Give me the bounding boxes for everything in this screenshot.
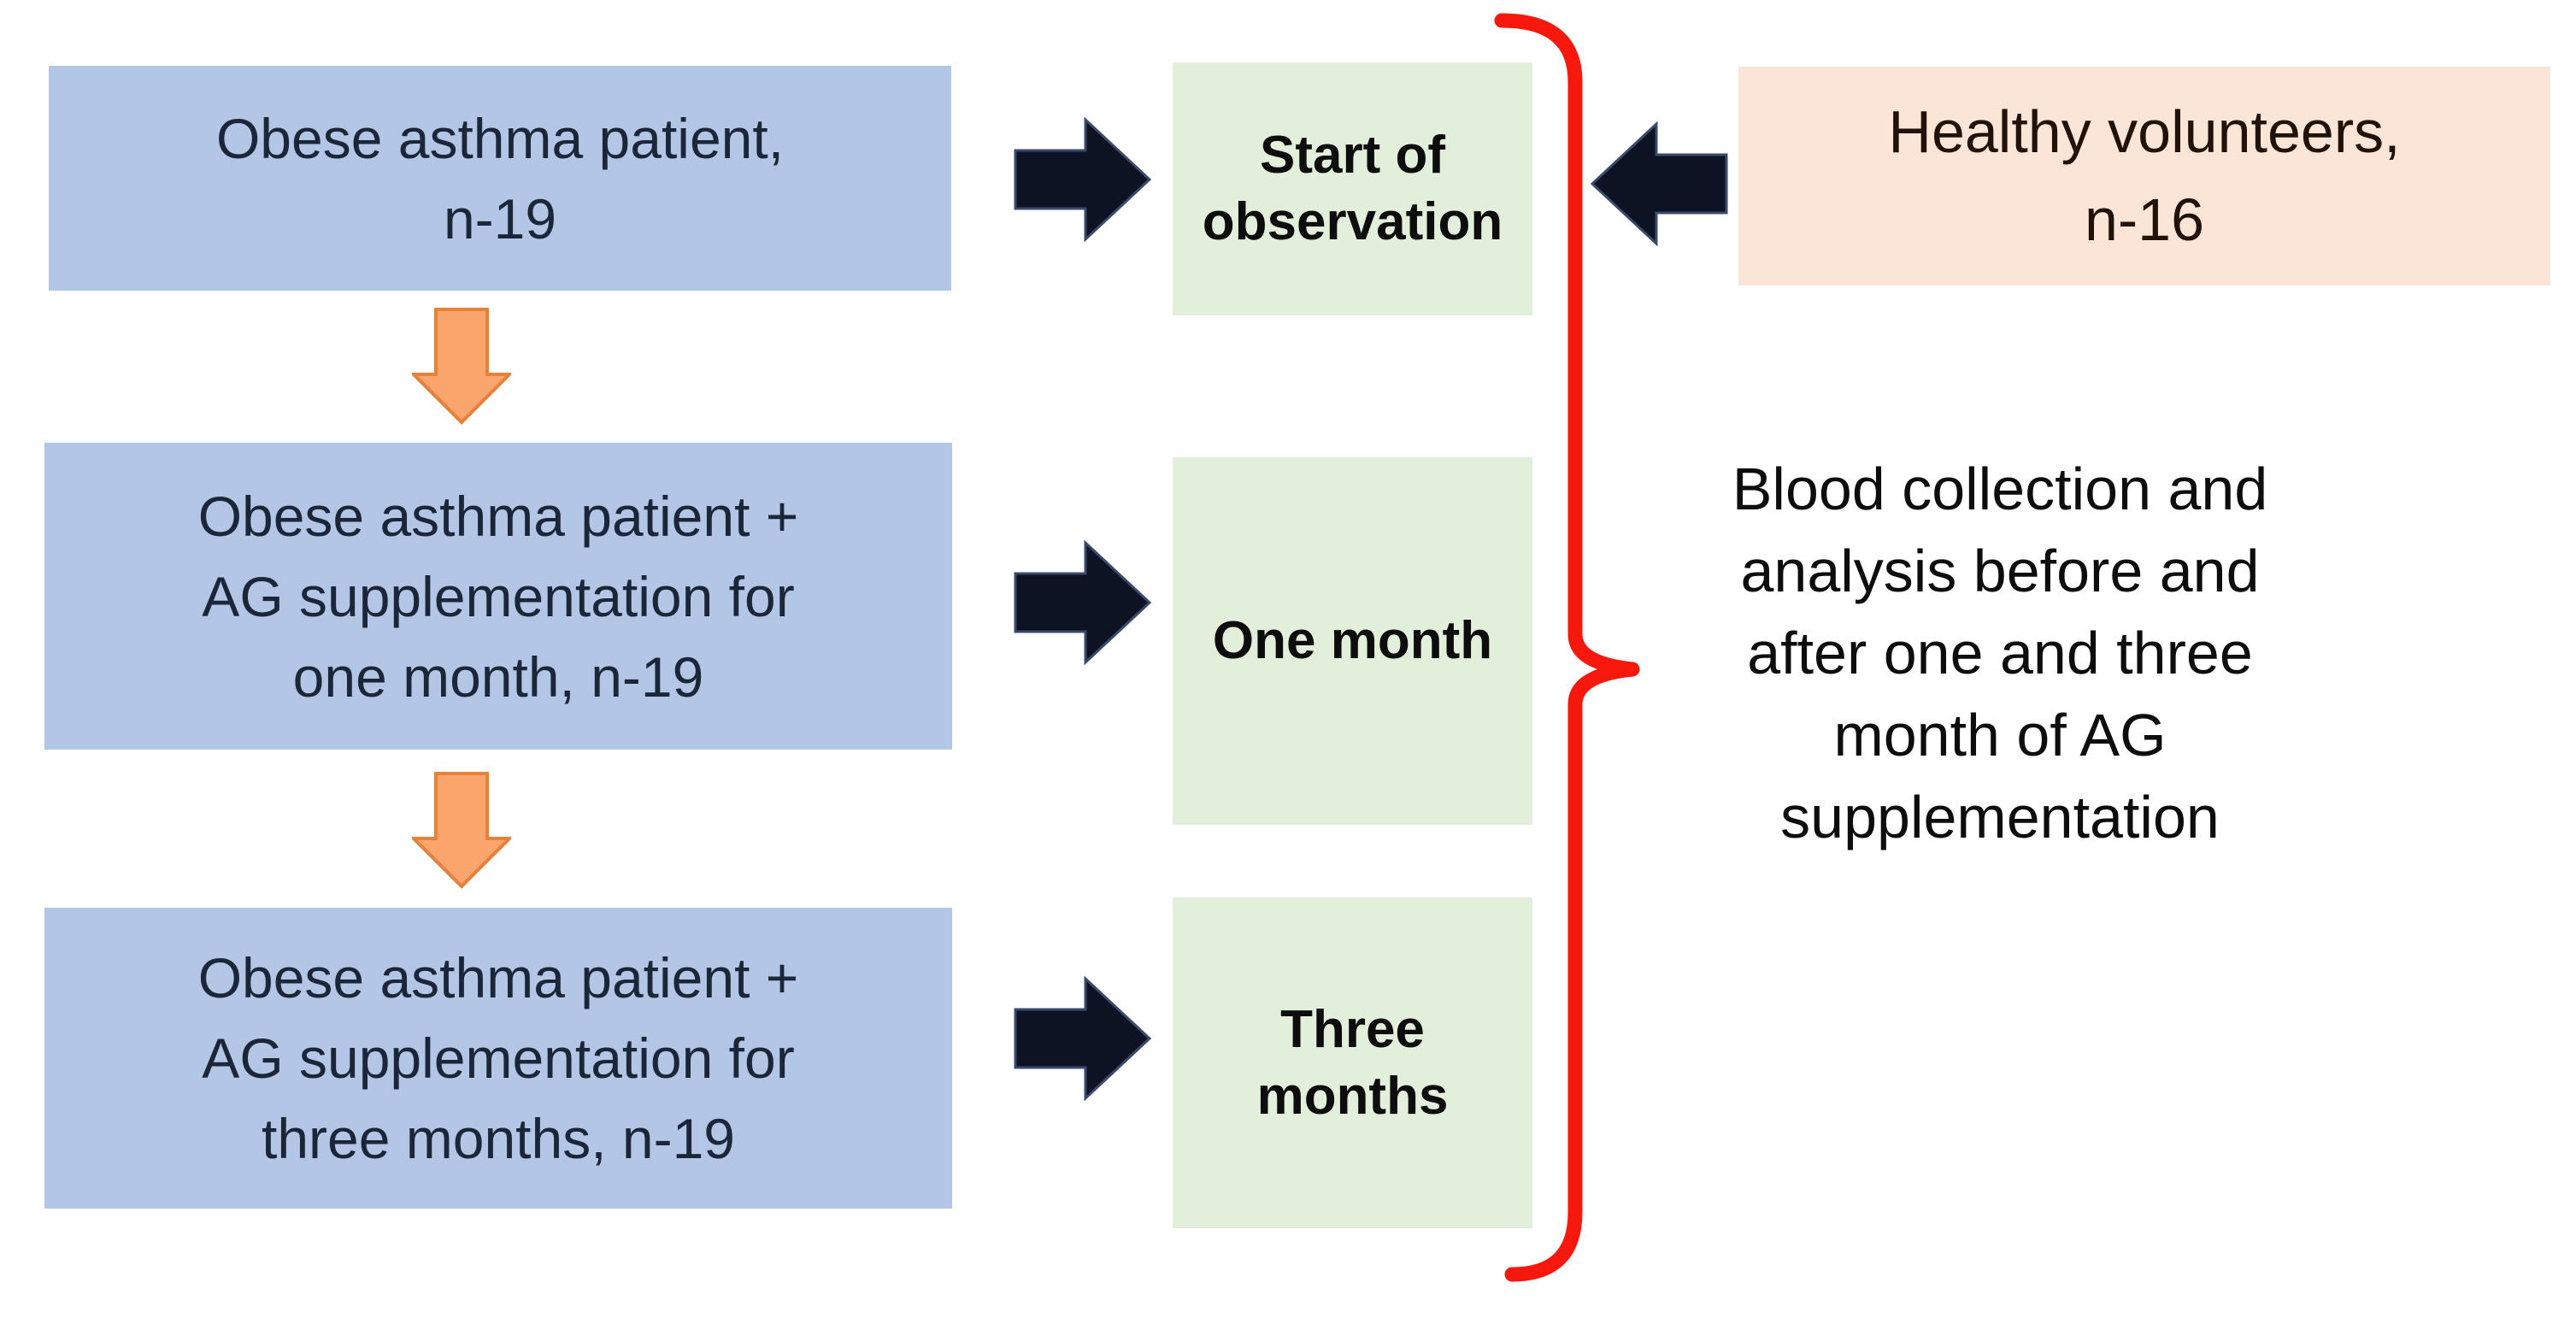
box-three-months: Three months <box>1173 897 1532 1228</box>
left-arrow-icon <box>1590 121 1728 246</box>
box-obese-asthma-baseline: Obese asthma patient, n-19 <box>49 66 951 291</box>
box-obese-asthma-one-month-label: Obese asthma patient + AG supplementatio… <box>197 484 799 709</box>
box-start-of-observation-label: Start of observation <box>1202 126 1503 251</box>
right-arrow-icon <box>1014 117 1152 242</box>
box-start-of-observation: Start of observation <box>1173 62 1532 315</box>
box-obese-asthma-three-months: Obese asthma patient + AG supplementatio… <box>44 908 952 1209</box>
box-healthy-volunteers-label: Healthy volunteers, n-16 <box>1888 98 2401 253</box>
down-arrow-icon <box>412 308 511 425</box>
box-healthy-volunteers: Healthy volunteers, n-16 <box>1738 67 2550 285</box>
box-one-month-label: One month <box>1212 611 1493 670</box>
box-obese-asthma-baseline-label: Obese asthma patient, n-19 <box>215 106 785 250</box>
box-obese-asthma-three-months-label: Obese asthma patient + AG supplementatio… <box>197 946 799 1170</box>
box-obese-asthma-one-month: Obese asthma patient + AG supplementatio… <box>44 443 952 750</box>
box-three-months-label: Three months <box>1256 999 1449 1126</box>
right-arrow-icon <box>1014 540 1152 665</box>
down-arrow-icon <box>412 772 511 889</box>
box-one-month: One month <box>1173 457 1532 825</box>
annotation-blood-collection: Blood collection and analysis before and… <box>1732 456 2268 850</box>
right-arrow-icon <box>1014 976 1152 1101</box>
